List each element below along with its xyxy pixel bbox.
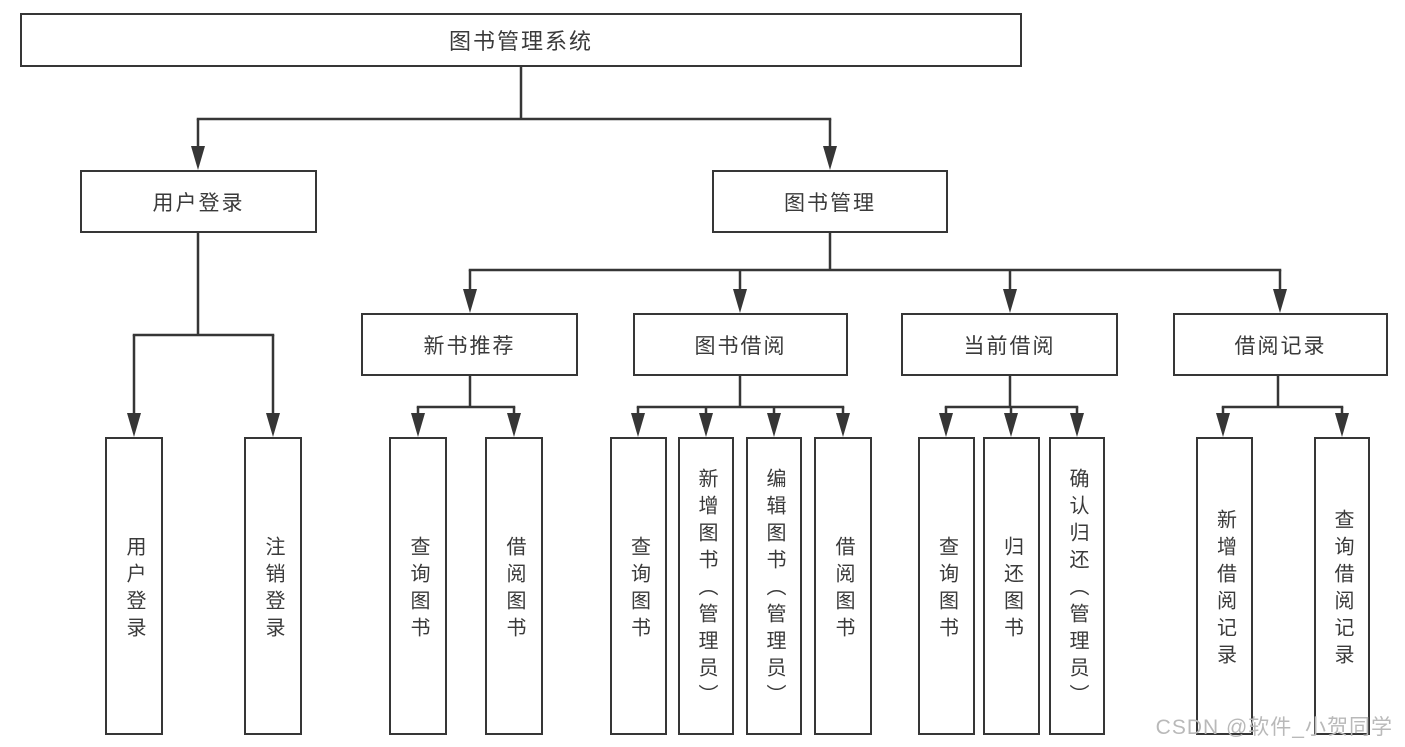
leaf-query-books-current: 查询图书 — [918, 437, 975, 735]
node-book-management-branch: 图书管理 — [712, 170, 948, 233]
leaf-query-books-borrow: 查询图书 — [610, 437, 667, 735]
leaf-return-books: 归还图书 — [983, 437, 1040, 735]
leaf-add-borrow-record: 新增借阅记录 — [1196, 437, 1253, 735]
leaf-edit-books-admin: 编辑图书（管理员） — [746, 437, 802, 735]
node-library-management-system: 图书管理系统 — [20, 13, 1022, 67]
node-user-login-branch: 用户登录 — [80, 170, 317, 233]
leaf-user-login: 用户登录 — [105, 437, 163, 735]
leaf-confirm-return-admin: 确认归还（管理员） — [1049, 437, 1105, 735]
node-borrow-records: 借阅记录 — [1173, 313, 1388, 376]
csdn-watermark: CSDN @软件_小贺同学 — [1155, 716, 1393, 739]
node-book-borrow: 图书借阅 — [633, 313, 848, 376]
leaf-query-borrow-record: 查询借阅记录 — [1314, 437, 1370, 735]
leaf-borrow-books-recommend: 借阅图书 — [485, 437, 543, 735]
arrowheads — [127, 146, 1349, 437]
node-current-borrow: 当前借阅 — [901, 313, 1118, 376]
leaf-logout: 注销登录 — [244, 437, 302, 735]
leaf-borrow-books: 借阅图书 — [814, 437, 872, 735]
leaf-query-books-recommend: 查询图书 — [389, 437, 447, 735]
leaf-add-books-admin: 新增图书（管理员） — [678, 437, 734, 735]
node-new-book-recommend: 新书推荐 — [361, 313, 578, 376]
